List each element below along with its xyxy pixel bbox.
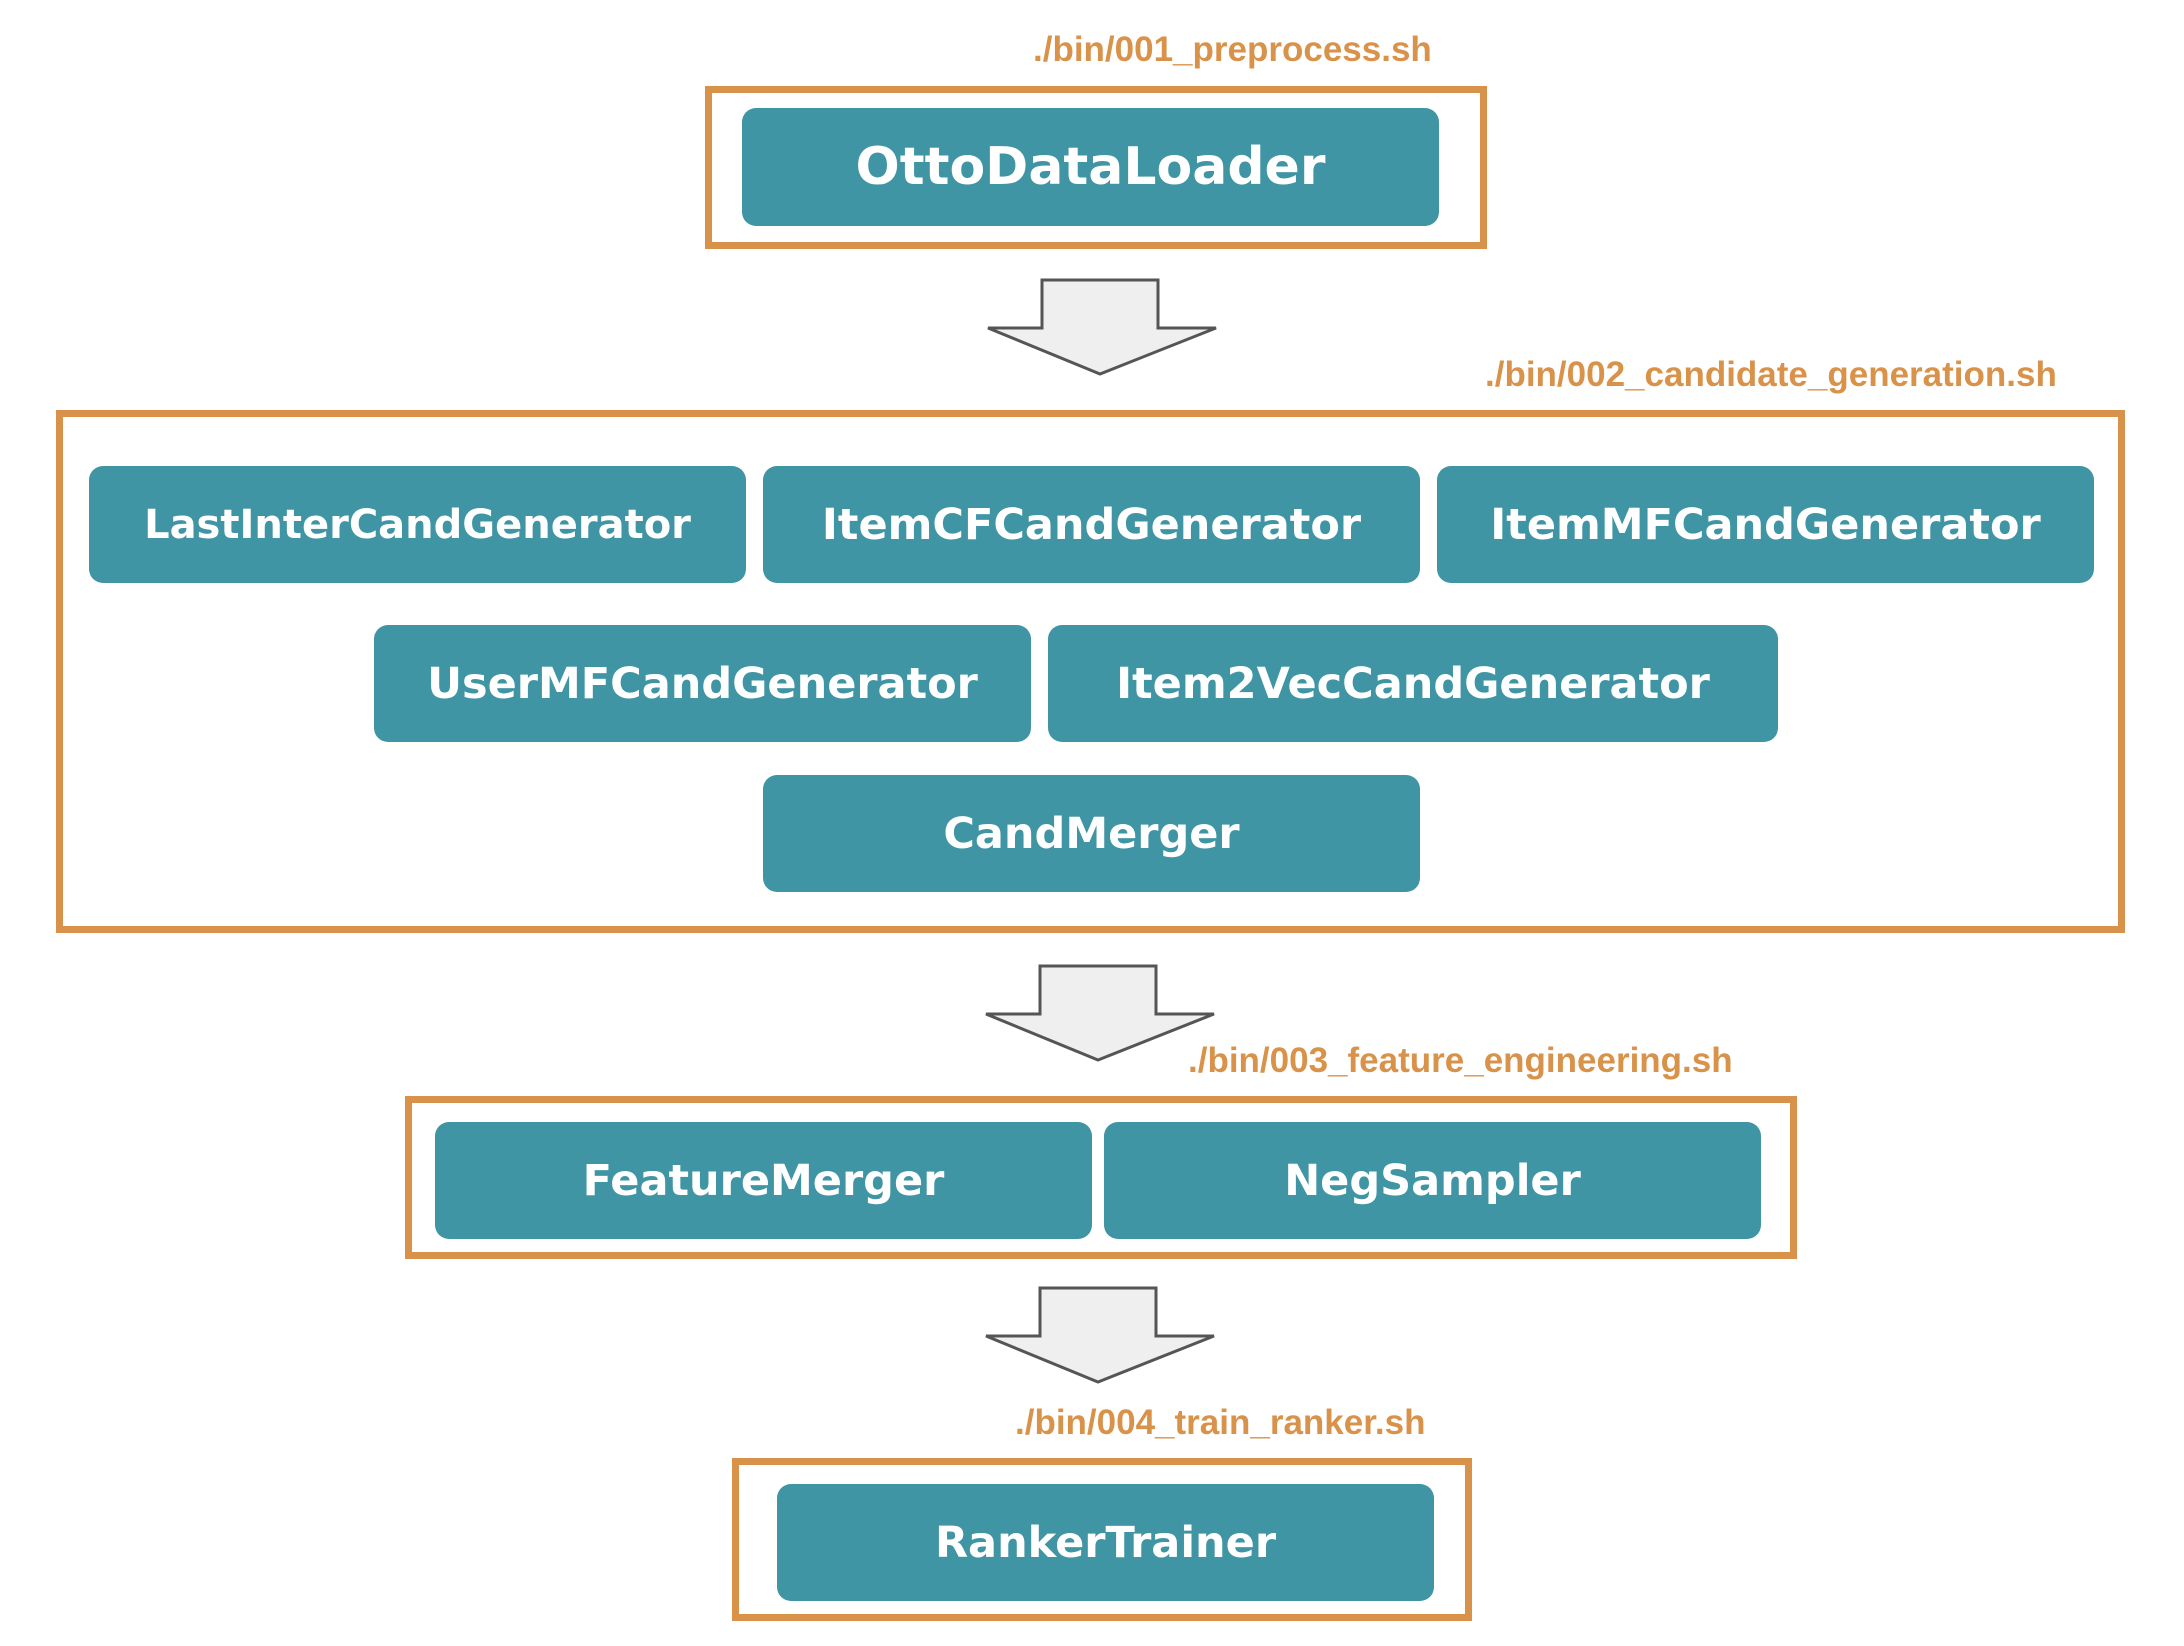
stage-label-candidate-generation: ./bin/002_candidate_generation.sh <box>1485 355 2057 394</box>
module-item2vec-cand-generator: Item2VecCandGenerator <box>1048 625 1778 742</box>
stage-label-feature-engineering: ./bin/003_feature_engineering.sh <box>1188 1041 1733 1080</box>
module-cand-merger: CandMerger <box>763 775 1420 892</box>
module-feature-merger: FeatureMerger <box>435 1122 1092 1239</box>
module-item-mf-cand-generator: ItemMFCandGenerator <box>1437 466 2094 583</box>
flow-arrow-down-icon <box>985 964 1215 1062</box>
module-item-cf-cand-generator: ItemCFCandGenerator <box>763 466 1420 583</box>
stage-label-preprocess: ./bin/001_preprocess.sh <box>1033 30 1432 69</box>
module-last-inter-cand-generator: LastInterCandGenerator <box>89 466 746 583</box>
flow-arrow-down-icon <box>987 278 1217 376</box>
module-otto-data-loader: OttoDataLoader <box>742 108 1439 226</box>
module-ranker-trainer: RankerTrainer <box>777 1484 1434 1601</box>
module-user-mf-cand-generator: UserMFCandGenerator <box>374 625 1031 742</box>
module-neg-sampler: NegSampler <box>1104 1122 1761 1239</box>
stage-label-train-ranker: ./bin/004_train_ranker.sh <box>1015 1403 1426 1442</box>
flow-arrow-down-icon <box>985 1286 1215 1384</box>
